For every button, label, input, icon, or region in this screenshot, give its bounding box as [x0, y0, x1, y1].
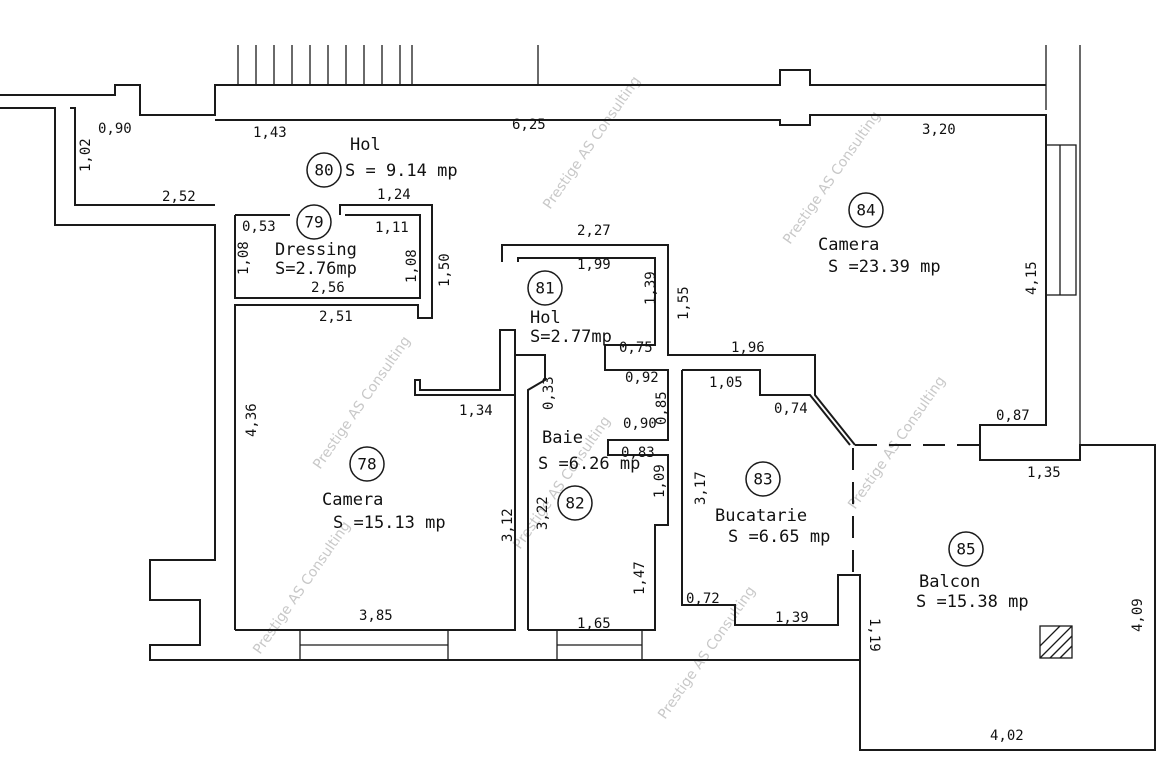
room-area: S =6.26 mp	[538, 454, 640, 474]
dimension-label: 3,12	[500, 508, 516, 542]
dimension-label: 1,96	[731, 340, 765, 356]
dimension-label: 1,65	[577, 616, 611, 632]
room-number-circle	[848, 192, 884, 228]
room-area: S = 9.14 mp	[345, 161, 458, 181]
room-80: 80 Hol S = 9.14 mp	[306, 135, 458, 188]
dimension-label: 0,85	[654, 391, 670, 425]
room-name: Camera	[818, 235, 879, 255]
room-area: S =23.39 mp	[828, 257, 941, 277]
dimension-label: 0,33	[541, 376, 557, 410]
dimension-label: 1,24	[377, 187, 411, 203]
room-number: 80	[314, 161, 333, 180]
room-81: 81 Hol S=2.77mp	[527, 270, 612, 347]
room-number-circle	[745, 461, 781, 497]
room-area: S=2.77mp	[530, 327, 612, 347]
dimension-label: 4,36	[244, 403, 260, 437]
room-area: S =15.13 mp	[333, 513, 446, 533]
room-number-circle	[306, 152, 342, 188]
room-name: Bucatarie	[715, 506, 807, 526]
watermark-text: Prestige AS Consulting	[845, 374, 949, 513]
dimension-label: 4,15	[1024, 261, 1040, 295]
dimension-label: 2,56	[311, 280, 345, 296]
dimension-label: 0,53	[242, 219, 276, 235]
room-82: 82 Baie S =6.26 mp	[538, 428, 640, 521]
dimension-label: 0,72	[686, 591, 720, 607]
dimension-label: 1,43	[253, 125, 287, 141]
dimension-label: 4,02	[990, 728, 1024, 744]
dimension-label: 0,83	[621, 445, 655, 461]
room-85: 85 Balcon S =15.38 mp	[916, 531, 1029, 612]
room-name: Dressing	[275, 240, 357, 260]
dimension-label: 1,35	[1027, 465, 1061, 481]
room-number: 81	[535, 279, 554, 298]
dimension-label: 2,51	[319, 309, 353, 325]
room-83: 83 Bucatarie S =6.65 mp	[715, 461, 830, 547]
dimension-label: 1,05	[709, 375, 743, 391]
room-number: 85	[956, 540, 975, 559]
watermark-text: Prestige AS Consulting	[540, 74, 644, 213]
dimension-label: 4,09	[1130, 598, 1146, 632]
room-number-circle	[349, 446, 385, 482]
dimension-label: 1,02	[78, 138, 94, 172]
room-number-circle	[296, 204, 332, 240]
room-number: 82	[565, 494, 584, 513]
dimension-label: 1,99	[577, 257, 611, 273]
dimension-label: 1,11	[375, 220, 409, 236]
room-number: 79	[304, 213, 323, 232]
room-number-circle	[557, 485, 593, 521]
dimension-label: 1,50	[437, 253, 453, 287]
room-name: Balcon	[919, 572, 980, 592]
dimension-label: 1,47	[632, 561, 648, 595]
room-84: 84 Camera S =23.39 mp	[818, 192, 941, 277]
dimension-label: 1,39	[643, 271, 659, 305]
dimension-label: 0,90	[623, 416, 657, 432]
dimension-label: 1,08	[404, 249, 420, 283]
room-name: Baie	[542, 428, 583, 448]
dimension-label: 1,55	[676, 286, 692, 320]
dimension-label: 2,27	[577, 223, 611, 239]
dimension-label: 0,75	[619, 340, 653, 356]
dimension-label: 2,52	[162, 189, 196, 205]
room-number: 83	[753, 470, 772, 489]
dimensions: 0,90 1,02 1,43 6,25 3,20 2,52 1,24 0,53 …	[78, 117, 1146, 744]
room-number: 84	[856, 201, 875, 220]
room-area: S =15.38 mp	[916, 592, 1029, 612]
dimension-label: 0,92	[625, 370, 659, 386]
dimension-label: 0,87	[996, 408, 1030, 424]
room-79: 79 Dressing S=2.76mp	[275, 204, 357, 279]
room-name: Hol	[530, 308, 561, 328]
dimension-label: 3,20	[922, 122, 956, 138]
dimension-label: 3,22	[535, 496, 551, 530]
dimension-label: 1,39	[775, 610, 809, 626]
dimension-label: 3,85	[359, 608, 393, 624]
watermark-text: Prestige AS Consulting	[250, 519, 354, 658]
dimension-label: 3,17	[693, 471, 709, 505]
dimension-label: 0,90	[98, 121, 132, 137]
room-number: 78	[357, 455, 376, 474]
dimension-label: 6,25	[512, 117, 546, 133]
room-number-circle	[948, 531, 984, 567]
walls	[0, 45, 1156, 751]
dimension-label: 1,34	[459, 403, 493, 419]
dimension-label: 1,19	[866, 618, 882, 652]
dimension-label: 1,08	[236, 241, 252, 275]
room-78: 78 Camera S =15.13 mp	[322, 446, 446, 533]
room-area: S =6.65 mp	[728, 527, 830, 547]
dimension-label: 1,09	[652, 464, 668, 498]
room-name: Hol	[350, 135, 381, 155]
dimension-label: 0,74	[774, 401, 808, 417]
room-area: S=2.76mp	[275, 259, 357, 279]
room-number-circle	[527, 270, 563, 306]
room-name: Camera	[322, 490, 383, 510]
